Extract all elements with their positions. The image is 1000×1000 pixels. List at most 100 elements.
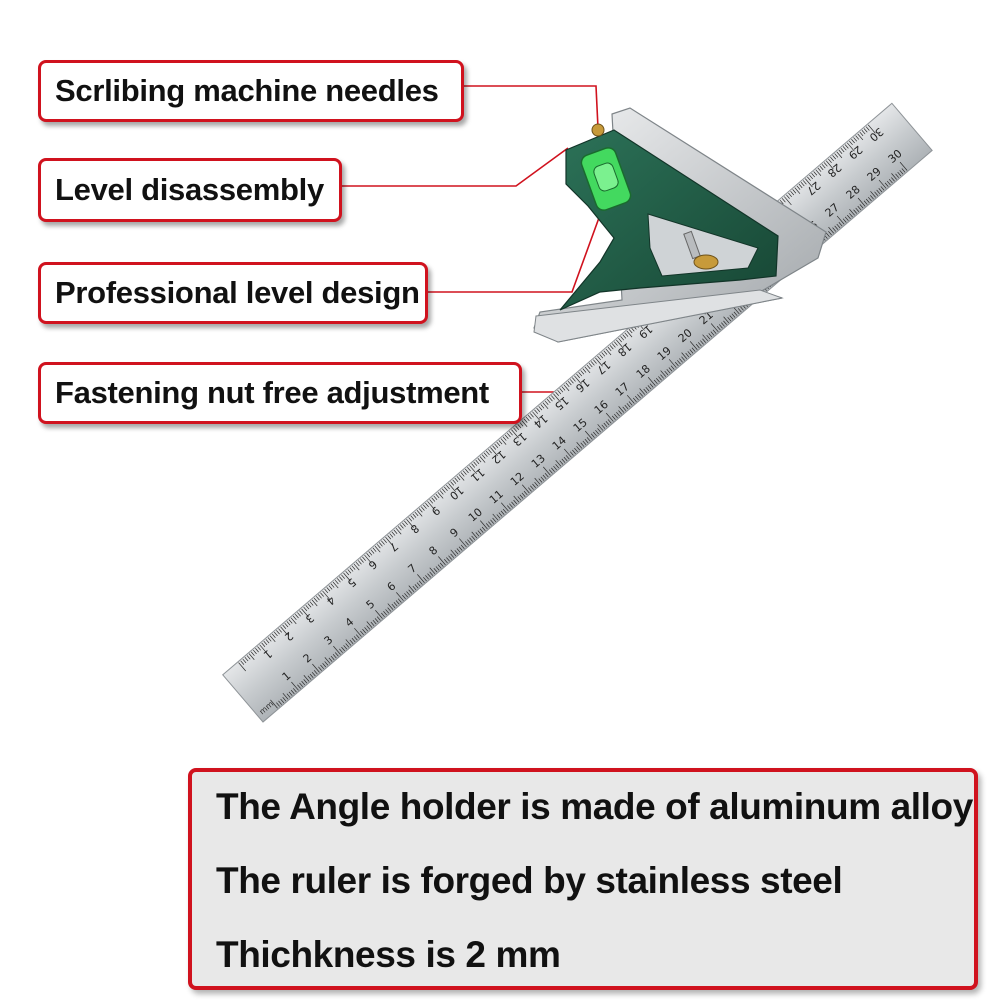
ruler-tick-bottom <box>299 682 304 687</box>
ruler-tick-top <box>559 388 564 393</box>
ruler-tick-bottom <box>733 311 738 316</box>
ruler-tick-bottom <box>664 370 669 376</box>
ruler-tick-bottom <box>471 535 476 540</box>
ruler-tick-top <box>580 370 585 375</box>
ruler-tick-top <box>500 438 507 445</box>
ruler-tick-top <box>593 359 597 364</box>
ruler-tick-top <box>626 330 633 338</box>
ruler-tick-top <box>819 165 824 171</box>
ruler-tick-bottom <box>454 550 459 555</box>
ruler-tick-bottom <box>731 313 736 318</box>
ruler-tick-bottom <box>490 519 494 524</box>
ruler-tick-bottom <box>450 549 457 557</box>
ruler-tick-bottom <box>836 223 841 229</box>
ruler-tick-top <box>582 368 587 373</box>
ruler-tick-bottom <box>888 179 893 184</box>
ruler-tick-top <box>433 495 438 500</box>
ruler-tick-top <box>578 372 583 377</box>
ruler-tick-bottom <box>607 419 612 424</box>
ruler-tick-bottom <box>475 532 480 537</box>
spec-holder-material: The Angle holder is made of aluminum all… <box>216 786 973 827</box>
ruler-tick-bottom <box>681 356 685 361</box>
ruler-tick-top <box>622 334 627 339</box>
ruler-tick-bottom <box>362 628 366 634</box>
ruler-tick-top <box>857 133 864 141</box>
ruler-tick-top <box>492 445 497 450</box>
ruler-tick-top <box>425 502 429 508</box>
ruler-tick-bottom <box>406 591 411 596</box>
ruler-tick-bottom <box>360 630 364 635</box>
ruler-tick-bottom <box>412 585 417 591</box>
ruler-tick-bottom <box>727 317 732 322</box>
ruler-tick-bottom <box>429 567 436 575</box>
ruler-tick-bottom <box>723 316 730 324</box>
ruler-tick-top <box>471 463 476 468</box>
ruler-tick-top <box>456 475 461 481</box>
leader-level-disassembly <box>342 147 569 187</box>
ruler-tick-top <box>313 597 318 603</box>
ruler-tick-top <box>836 151 843 159</box>
ruler-tick-bottom <box>595 429 599 435</box>
ruler-tick-top <box>786 194 790 199</box>
ruler-tick-top <box>811 173 816 178</box>
ruler-tick-bottom <box>710 323 719 333</box>
ruler-tick-top <box>802 180 807 185</box>
ruler-tick-top <box>343 572 351 582</box>
holder-flange <box>533 289 784 343</box>
ruler-tick-bottom <box>718 324 723 329</box>
ruler-tick-top <box>339 576 343 581</box>
ruler-tick-bottom <box>863 200 868 205</box>
ruler-tick-bottom <box>597 428 602 433</box>
ruler-tick-top <box>288 619 293 624</box>
ruler-tick-bottom <box>628 401 633 406</box>
ruler-tick-bottom <box>563 456 568 462</box>
ruler-tick-top <box>383 538 387 543</box>
ruler-tick-bottom <box>479 528 484 533</box>
ruler-tick-top <box>305 605 310 610</box>
ruler-tick-bottom <box>292 688 297 693</box>
ruler-tick-bottom <box>676 360 681 365</box>
ruler-tick-bottom <box>324 657 331 664</box>
ruler-tick-bottom <box>574 447 578 453</box>
ruler-tick-top <box>540 404 545 409</box>
ruler-tick-bottom <box>416 582 421 587</box>
ruler-tick-bottom <box>395 600 400 605</box>
ruler-tick-bottom <box>899 161 908 171</box>
ruler-tick-top <box>628 328 633 334</box>
ruler-tick-top <box>853 137 858 142</box>
ruler-tick-top <box>586 364 591 370</box>
ruler-tick-top <box>813 171 818 176</box>
ruler-tick-bottom <box>867 196 872 202</box>
holder-window <box>647 213 759 277</box>
ruler-tick-top <box>320 592 324 597</box>
ruler-tick-bottom <box>383 611 387 616</box>
ruler-tick-top <box>525 416 530 422</box>
ruler-tick-top <box>544 400 549 405</box>
ruler-tick-bottom <box>307 675 312 680</box>
ruler-tick-top <box>297 612 301 617</box>
ruler-tick-bottom <box>685 352 690 358</box>
ruler-tick-top <box>341 574 345 579</box>
ruler-tick-top <box>599 354 604 359</box>
ruler-tick-bottom <box>576 442 583 449</box>
ruler-tick-bottom <box>542 474 547 480</box>
ruler-tick-top <box>832 155 837 160</box>
ruler-tick-bottom <box>458 546 463 551</box>
ruler-tick-top <box>481 454 486 459</box>
ruler-tick-top <box>595 357 603 367</box>
ruler-tick-bottom <box>563 448 572 458</box>
ruler-tick-bottom <box>895 173 900 178</box>
ruler-tick-bottom <box>601 424 606 429</box>
ruler-tick-bottom <box>391 603 396 609</box>
ruler-tick-bottom <box>477 530 482 535</box>
ruler-tick-top <box>444 486 448 491</box>
ruler-tick-top <box>588 363 593 368</box>
ruler-tick-bottom <box>460 544 465 549</box>
ruler-tick-bottom <box>593 431 597 437</box>
ruler-tick-bottom <box>590 433 595 438</box>
ruler-tick-bottom <box>465 541 469 546</box>
ruler-tick-top <box>431 497 436 502</box>
ruler-tick-top <box>357 560 362 565</box>
ruler-tick-bottom <box>689 349 694 354</box>
